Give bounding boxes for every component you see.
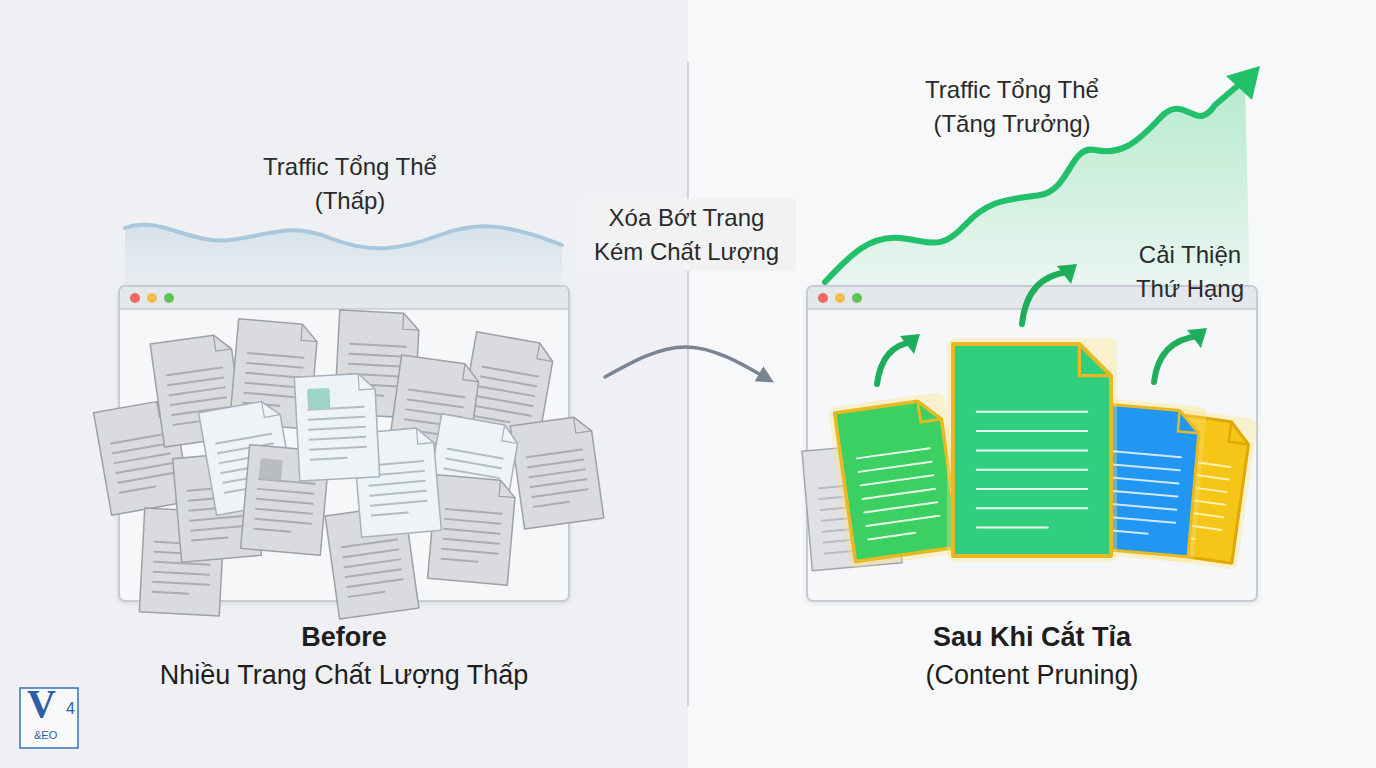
document-icon (828, 392, 966, 569)
rank-up-arrow (877, 334, 920, 384)
divider-line (687, 62, 689, 706)
logo-letter: V (27, 684, 56, 724)
traffic-label: Traffic Tổng Thể (Thấp) (230, 150, 470, 218)
logo-number: 4 (66, 701, 75, 717)
right-ground (688, 0, 1376, 768)
browser-window: BeforeNhiều Trang Chất Lượng Thấp (118, 285, 570, 602)
traffic-label: Traffic Tổng Thể (Tăng Trưởng) (892, 73, 1132, 141)
ranking-label: Cải Thiện Thứ Hạng (1120, 238, 1260, 306)
window-illustration (120, 287, 568, 600)
transition-arrow (605, 347, 768, 379)
low-traffic-line (125, 225, 562, 249)
low-traffic-area (125, 225, 562, 290)
logo-text: &EO (34, 730, 57, 741)
panel-heading: Before (60, 620, 628, 654)
browser-window: Sau Khi Cắt Tỉa(Content Pruning) (806, 285, 1258, 602)
rank-up-arrow (1022, 264, 1077, 324)
window-illustration (808, 287, 1256, 600)
growth-arrowhead (1226, 66, 1260, 100)
document-icon (947, 338, 1117, 562)
title-bar (120, 287, 568, 309)
document-icon (294, 373, 379, 481)
panel-heading: Sau Khi Cắt Tỉa (748, 620, 1316, 654)
left-ground (0, 0, 688, 768)
edge-label: Xóa Bớt Trang Kém Chất Lượng (578, 199, 796, 271)
panel-subheading: Nhiều Trang Chất Lượng Thấp (60, 658, 628, 692)
rank-up-arrow (1154, 328, 1207, 382)
panel-subheading: (Content Pruning) (748, 658, 1316, 692)
document-icon (510, 415, 604, 529)
